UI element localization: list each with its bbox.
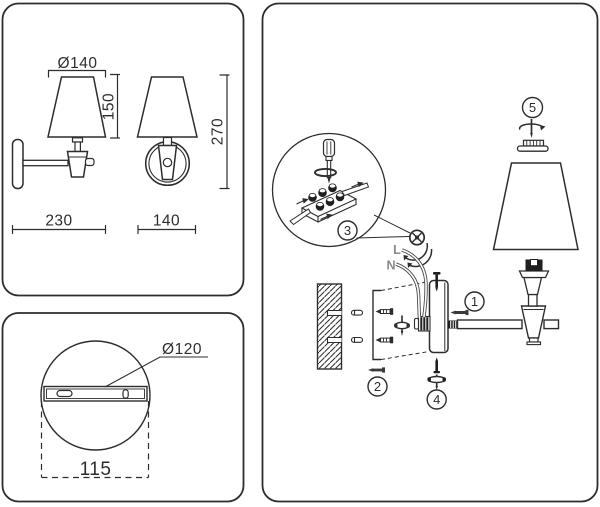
leader-line (373, 214, 411, 234)
wall-anchor (350, 309, 364, 343)
panel-mounting-plate: Ø120 115 (1, 312, 245, 503)
wire-end (289, 208, 312, 226)
lamp-front-view (136, 76, 198, 187)
lamp-shade-assembly (492, 162, 579, 251)
step-badge-3: 3 (337, 220, 358, 241)
dimension-lines (11, 69, 230, 235)
drill-hole (326, 336, 342, 344)
leader-line (104, 356, 208, 388)
leader-line (356, 236, 410, 239)
switch-knob (84, 157, 95, 167)
width-dim: 140 (153, 213, 180, 230)
panel-assembly: L N 1 2 3 4 5 (261, 2, 599, 503)
finial-screw (427, 374, 447, 390)
screw-slot (122, 389, 129, 399)
extension-lines (40, 401, 150, 479)
svg-text:3: 3 (344, 223, 351, 238)
lamp-shade-front (136, 76, 198, 138)
lamp-arm-side (22, 159, 69, 167)
plate-diameter-label: Ø120 (162, 341, 202, 358)
keyhole-slot (56, 389, 73, 398)
lamp-arm (448, 319, 560, 330)
wiring (395, 248, 428, 319)
svg-text:1: 1 (471, 294, 478, 309)
shade-diameter-dim: Ø140 (58, 55, 98, 72)
shade-height-dim: 150 (101, 93, 118, 120)
projection-lines (380, 281, 430, 360)
step-badge-4: 4 (426, 389, 447, 410)
svg-text:5: 5 (529, 100, 536, 115)
panel-border (1, 2, 245, 297)
wire-neutral-label: N (386, 259, 395, 273)
rotation-washer (314, 167, 337, 178)
finial-top (518, 119, 546, 138)
plate-screw-top (433, 272, 441, 292)
svg-text:2: 2 (374, 379, 381, 394)
rotation-arrow (403, 242, 433, 268)
step-badge-5: 5 (521, 96, 544, 119)
step-badge-2: 2 (367, 376, 388, 397)
pointer-screw-step1 (450, 309, 469, 316)
panel-border (261, 2, 599, 503)
candle-cup-side (66, 150, 89, 178)
mounting-screw (375, 308, 394, 344)
bar-length-label: 115 (80, 459, 112, 480)
insert-arrows (296, 181, 364, 220)
svg-text:4: 4 (433, 392, 440, 407)
terminal-block (289, 181, 370, 226)
depth-dim: 230 (45, 213, 72, 230)
shade-ring (516, 139, 549, 152)
plate-screw-bottom (433, 357, 440, 374)
drill-hole (326, 309, 342, 317)
pointer-screw-step2 (368, 367, 385, 373)
lamp-socket (518, 259, 550, 307)
terminal-screws (308, 183, 345, 211)
terminal-connector (413, 315, 431, 332)
lamp-shade-side (47, 76, 107, 138)
panel-dimensions: Ø140 150 270 230 140 (1, 2, 245, 297)
mounting-bracket (372, 289, 381, 361)
wall-section (316, 283, 343, 370)
candle-cone (520, 305, 547, 346)
wire-live-label: L (393, 243, 401, 257)
ground-screw-icon (408, 229, 426, 246)
screwdriver-icon (314, 138, 337, 184)
overall-height-dim: 270 (210, 118, 227, 145)
lamp-side-view (11, 76, 107, 190)
step-badge-1: 1 (464, 291, 485, 312)
cable-clamp-screw (394, 315, 411, 336)
wall-plate-side (11, 138, 24, 190)
